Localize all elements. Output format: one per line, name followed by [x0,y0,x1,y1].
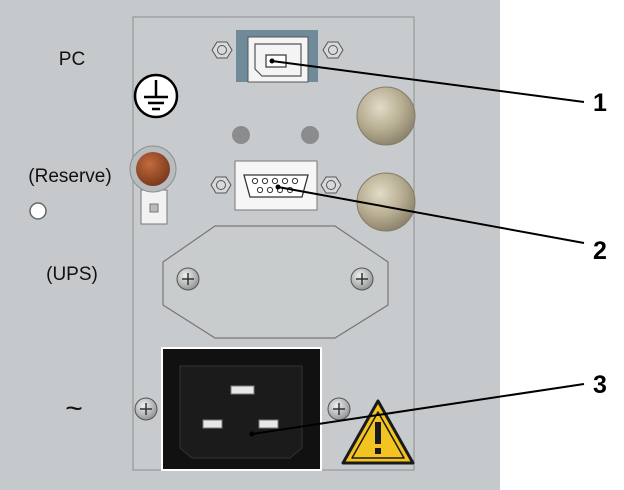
upper-knob[interactable] [356,86,416,146]
mains-label: ~ [65,392,83,425]
reserve-label: (Reserve) [28,166,111,187]
ground-symbol-icon [133,73,179,119]
indicator-hole-left-icon [232,126,250,144]
pc-label: PC [59,49,85,70]
callout-2-number: 2 [593,237,607,265]
indicator-hole-right-icon [301,126,319,144]
ups-left-screw-icon [176,267,200,291]
reserve-led-icon [29,202,47,220]
usb-b-port[interactable] [236,30,318,83]
callout-3-number: 3 [593,371,607,399]
lower-knob[interactable] [356,172,416,232]
inlet-left-screw-icon [134,397,158,421]
serial-left-nut-icon [210,176,232,194]
ups-right-screw-icon [350,267,374,291]
warning-triangle-icon [341,399,415,465]
usb-left-nut-icon [211,41,233,59]
usb-right-nut-icon [322,41,344,59]
inlet-right-screw-icon [327,397,351,421]
ups-outlet-plate [162,225,389,339]
callout-2: 2 [275,184,607,265]
callout-3: 3 [249,371,607,437]
callout-1: 1 [269,58,607,117]
power-inlet[interactable] [161,347,322,471]
serial-right-nut-icon [320,176,342,194]
callout-1-number: 1 [593,89,607,117]
reserve-button[interactable] [129,145,177,225]
ups-label: (UPS) [46,264,98,285]
